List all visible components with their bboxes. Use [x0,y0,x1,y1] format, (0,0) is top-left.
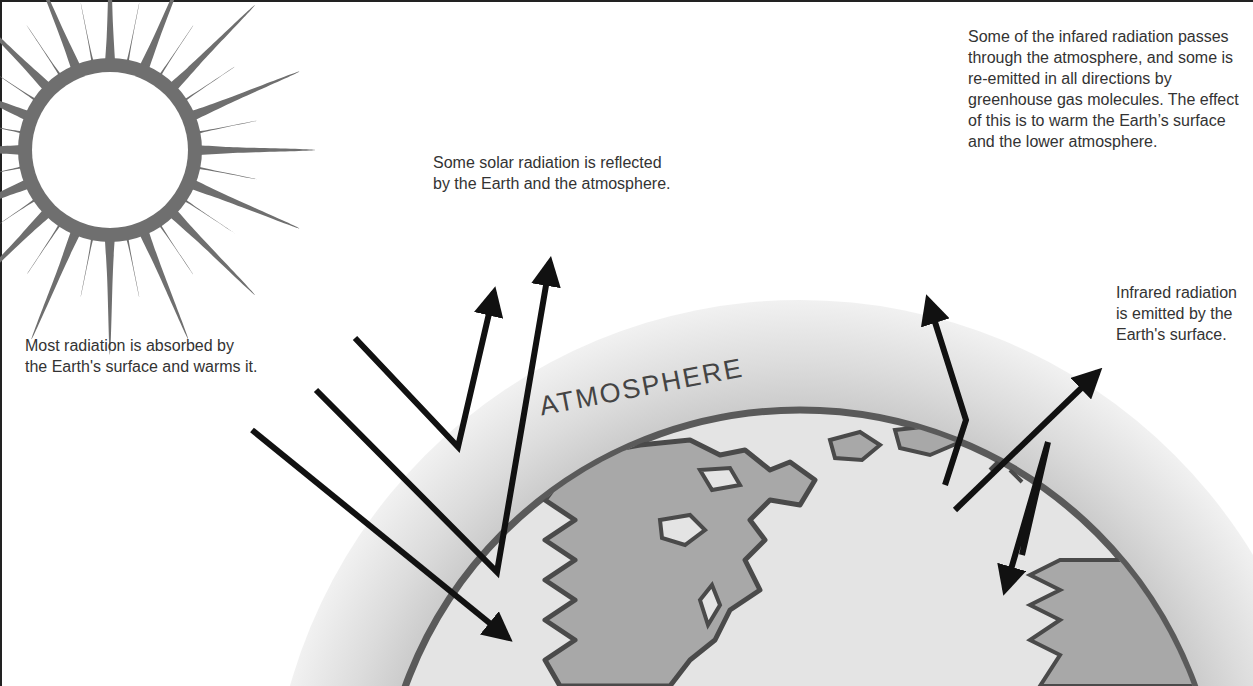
reflected-ray [355,292,494,447]
frame-line [0,0,1253,2]
sun-symbol [0,0,315,355]
absorbed-ray [252,430,508,638]
callout-note: Most radiation is absorbed by the Earth'… [25,335,260,377]
sun-ring [18,58,202,242]
callout-note: Some solar radiation is reflected by the… [433,152,678,194]
reflected-ray [316,262,550,572]
continent [545,425,1230,686]
re-emitted-ray [1005,442,1048,590]
callout-note: Some of the infared radiation passes thr… [968,26,1240,152]
callout-note: Infrared radiation is emitted by the Ear… [1116,282,1244,345]
infrared-ray [955,372,1098,510]
sun-core [32,72,188,228]
infrared-ray [928,300,966,485]
